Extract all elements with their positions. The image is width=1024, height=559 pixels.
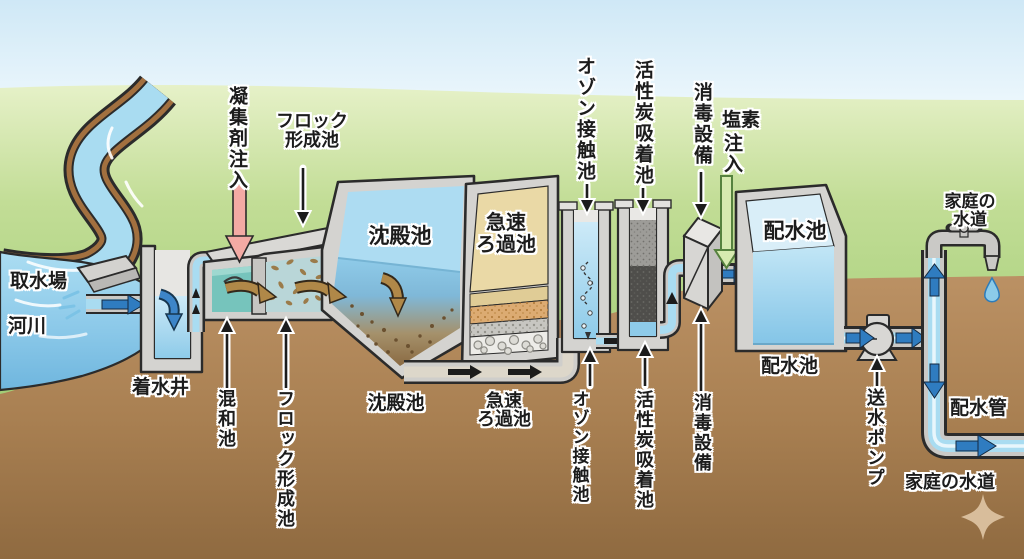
- flow-arrow-down-icon: [158, 288, 184, 332]
- splash: [58, 290, 81, 320]
- label-distribution-pipe: 配水管: [950, 397, 1008, 419]
- label-household-top: 家庭の: [944, 192, 996, 212]
- label-sedimentation-inside: 沈殿池: [368, 224, 432, 248]
- flow-arrow-up-icon: [192, 288, 200, 298]
- flow-arrow-up-icon: [923, 263, 946, 297]
- label-ozone-contact-bottom: オゾン接触池: [568, 390, 589, 504]
- distribution-main-pipe: [921, 250, 1024, 459]
- coagulant-arrow-icon: [224, 183, 255, 264]
- filter-bottom-pipe: [404, 336, 580, 384]
- label-coagulant-injection: 凝集剤注入: [226, 86, 248, 191]
- flow-arrow-right-icon: [101, 294, 145, 315]
- label-household-bottom: 家庭の水道: [905, 472, 995, 493]
- faucet-icon: [925, 223, 1001, 271]
- rapid-filter-basin: [460, 174, 560, 370]
- label-rapid-filter-inside: 急速: [486, 210, 526, 234]
- label-household-top: 水道: [953, 210, 987, 230]
- label-chlorine-injection: 塩素: [722, 109, 761, 131]
- label-mixing-basin: 混和池: [215, 389, 236, 449]
- flow-arrow-right-icon: [955, 434, 997, 458]
- cobble-layer: [473, 334, 547, 356]
- water-drop-icon: [984, 276, 1000, 303]
- well-riser-pipe: [187, 251, 216, 332]
- flow-arrow-up-icon: [666, 292, 678, 304]
- label-pointer-arrows: [217, 164, 887, 395]
- label-activated-carbon-top: 活性炭吸着池: [632, 60, 654, 186]
- label-rapid-filter-bottom: 急速: [486, 391, 522, 412]
- distribution-reservoir: [734, 183, 848, 353]
- overflow-arrow-icon: [224, 279, 278, 305]
- sparkle-icon: [961, 494, 1005, 540]
- ozone-bubbles: [580, 261, 594, 340]
- settling-arrow-icon: [380, 272, 408, 318]
- flow-arrow-right-icon: [845, 327, 927, 349]
- chlorine-arrow-icon: [713, 175, 740, 270]
- label-pump: 送水ポンプ: [864, 388, 885, 488]
- label-intake: 取水場: [10, 270, 68, 292]
- label-floc-formation-bottom: フロック形成池: [274, 389, 295, 529]
- label-receiving-well: 着水井: [132, 376, 190, 398]
- disinfection-unit: [682, 216, 724, 312]
- flow-arrow-right-icon: [448, 365, 542, 379]
- label-ozone-contact-top: オゾン接触池: [574, 56, 596, 182]
- label-activated-carbon-bottom: 活性炭吸着池: [633, 390, 654, 510]
- sediment-particles: [350, 304, 454, 354]
- label-chlorine-injection: 注入: [721, 133, 743, 175]
- label-floc-formation-top: フロック: [276, 111, 348, 132]
- label-floc-formation-top: 形成池: [285, 130, 339, 151]
- label-river: 河川: [8, 315, 47, 337]
- sedimentation-basin: [320, 174, 476, 380]
- label-reservoir-bottom: 配水池: [761, 355, 819, 377]
- label-rapid-filter-inside: ろ過池: [476, 232, 536, 256]
- ozone-contact-basin: [558, 201, 614, 354]
- label-disinfection-top: 消毒設備: [691, 82, 713, 166]
- label-sedimentation-bottom: 沈殿池: [367, 392, 425, 414]
- flow-arrow-up-icon: [192, 304, 200, 314]
- label-rapid-filter-bottom: ろ過池: [477, 409, 531, 430]
- overflow-arrow-icon: [294, 279, 348, 305]
- flow-arrow-down-icon: [923, 363, 946, 399]
- label-reservoir-inside: 配水池: [763, 219, 827, 243]
- label-disinfection-bottom: 消毒設備: [691, 393, 712, 473]
- carbon-riser-pipe: [659, 259, 696, 339]
